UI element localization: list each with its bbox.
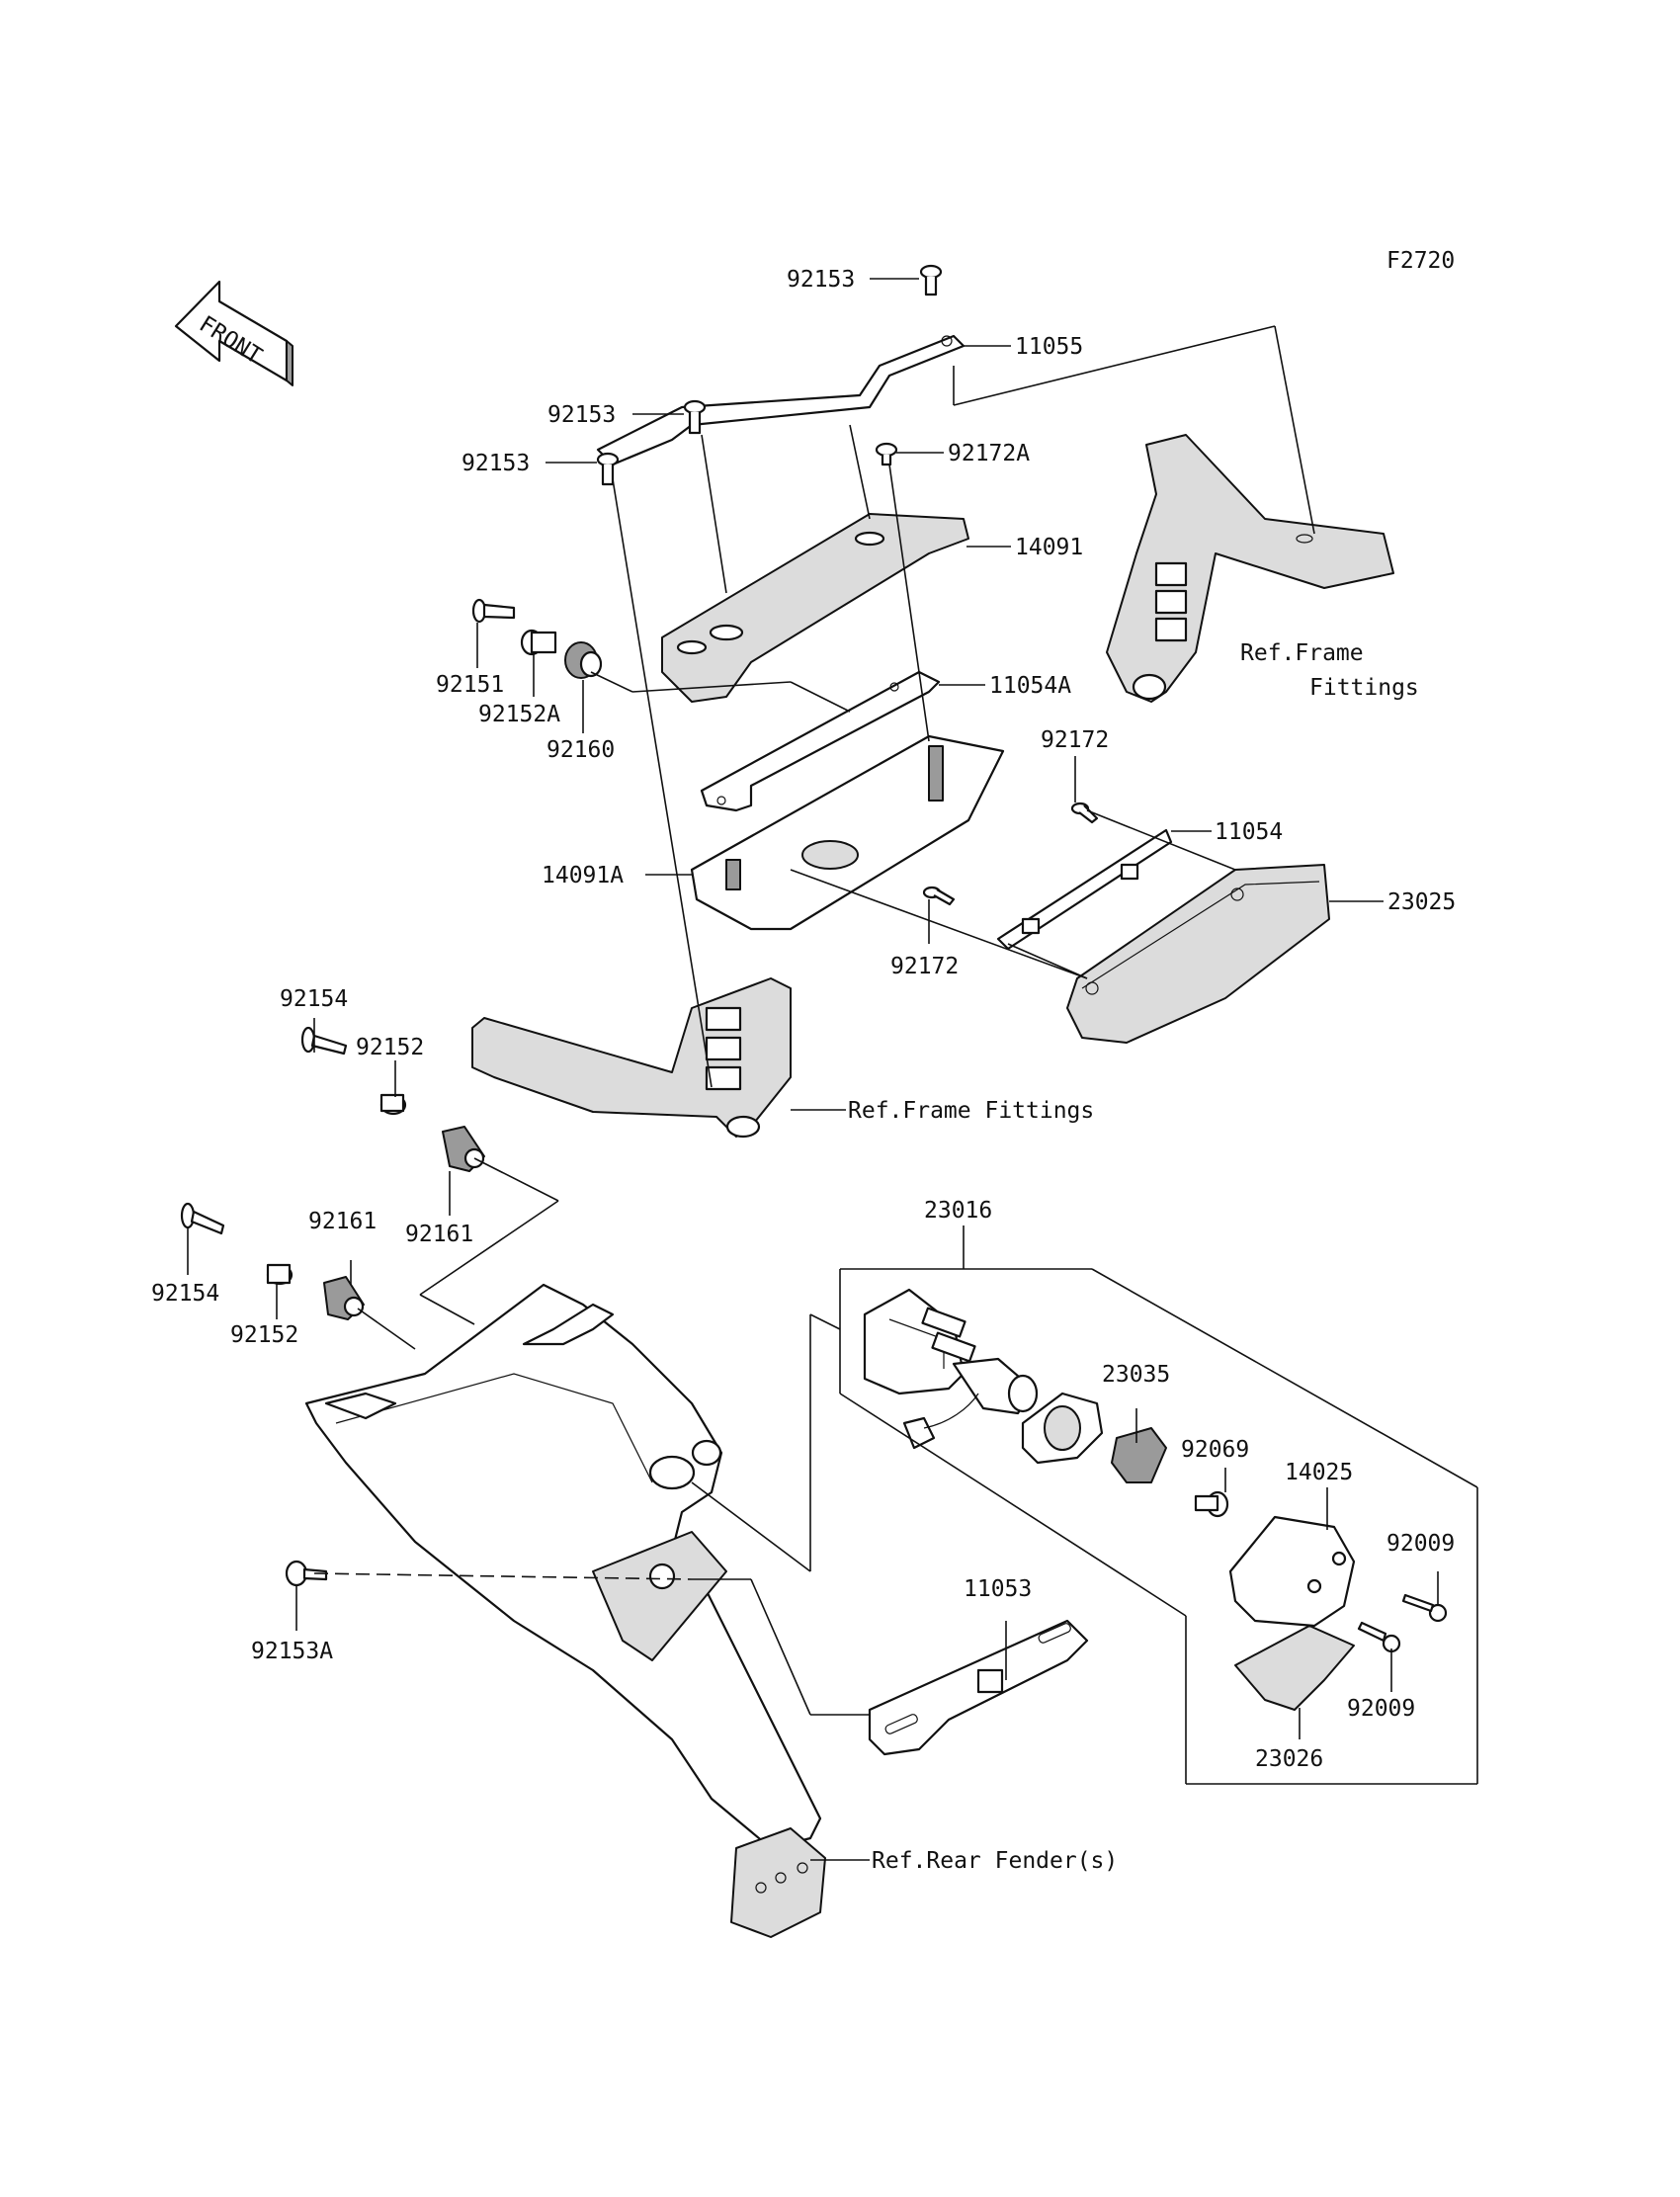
bracket-11053 xyxy=(868,1619,1089,1756)
damper-92161-a xyxy=(442,1126,485,1172)
rear-fender xyxy=(304,1283,826,1938)
callout-11054A: 11054A xyxy=(989,673,1071,699)
callout-23026: 23026 xyxy=(1255,1746,1323,1772)
callout-92161-b: 92161 xyxy=(405,1222,473,1247)
callout-92151: 92151 xyxy=(436,672,504,698)
housing-14091A xyxy=(690,734,1005,931)
bracket-11055 xyxy=(596,334,966,466)
frame-fittings-left xyxy=(471,977,792,1139)
frame-fittings-right xyxy=(1106,434,1394,703)
reflector-23026 xyxy=(1234,1625,1355,1711)
callout-92153-top: 92153 xyxy=(787,267,855,293)
damper-92161-b xyxy=(323,1276,365,1320)
lens-cap-14025 xyxy=(1228,1515,1356,1628)
callout-11055: 11055 xyxy=(1015,334,1083,360)
damper-92160 xyxy=(564,641,603,679)
collar-92152-a xyxy=(379,1093,407,1116)
callout-92153-b: 92153 xyxy=(547,402,616,428)
callout-ref-frame-right: Ref.Frame xyxy=(1240,640,1364,666)
collar-92152-b xyxy=(266,1263,294,1286)
bracket-11054A xyxy=(700,670,941,812)
callout-ref-frame-right-2: Fittings xyxy=(1309,675,1419,701)
socket-23035 xyxy=(1021,1392,1167,1483)
callout-92160: 92160 xyxy=(546,737,615,763)
callout-23035: 23035 xyxy=(1102,1362,1170,1388)
callout-92172A: 92172A xyxy=(948,441,1030,466)
callout-92154-b: 92154 xyxy=(151,1281,219,1307)
callout-92172-b: 92172 xyxy=(890,954,959,979)
callout-14025: 14025 xyxy=(1285,1460,1353,1485)
callout-92153-c: 92153 xyxy=(462,451,530,476)
callout-ref-frame-left: Ref.Frame Fittings xyxy=(848,1098,1094,1124)
screw-92172A xyxy=(875,442,898,466)
callout-92154-a: 92154 xyxy=(280,986,348,1012)
bolt-92154-a xyxy=(300,1026,348,1056)
bolt-92153-b xyxy=(683,399,707,435)
callout-92152-b: 92152 xyxy=(230,1322,298,1348)
screw-92009-b xyxy=(1357,1621,1401,1653)
callout-92152-a: 92152 xyxy=(356,1035,424,1060)
callout-23016: 23016 xyxy=(924,1198,992,1224)
figure-code: F2720 xyxy=(1386,248,1455,274)
callout-92009-a: 92009 xyxy=(1386,1531,1455,1557)
callout-92009-b: 92009 xyxy=(1347,1696,1415,1722)
callout-11054: 11054 xyxy=(1215,819,1283,845)
bolt-92151 xyxy=(471,598,516,624)
collar-92152A xyxy=(520,629,557,656)
callout-11053: 11053 xyxy=(964,1576,1032,1602)
callout-92153A: 92153A xyxy=(251,1639,333,1664)
callout-14091: 14091 xyxy=(1015,535,1083,560)
bolt-92153-c xyxy=(596,452,620,486)
cover-14091 xyxy=(661,513,969,703)
callout-92172-a: 92172 xyxy=(1041,727,1109,753)
callout-23025: 23025 xyxy=(1387,889,1456,915)
bulb-92069 xyxy=(1194,1490,1229,1518)
callout-ref-rear-fender: Ref.Rear Fender(s) xyxy=(872,1848,1118,1874)
callout-92152A: 92152A xyxy=(478,702,560,727)
callout-92069: 92069 xyxy=(1181,1437,1249,1463)
socket-group-23016 xyxy=(863,1288,1039,1450)
lamp-23025 xyxy=(1066,864,1330,1044)
bracket-11054 xyxy=(996,828,1173,951)
bolt-92153-top xyxy=(919,264,943,296)
screw-92009-a xyxy=(1401,1593,1448,1623)
screw-92172-b xyxy=(922,886,956,906)
callout-14091A: 14091A xyxy=(542,863,624,888)
callout-92161-a: 92161 xyxy=(308,1209,377,1234)
front-arrow-icon: FRONT xyxy=(174,280,294,386)
callout-labels: 92153 11055 92153 92153 92172A 14091 921… xyxy=(151,267,1456,1874)
leader-lines xyxy=(187,278,1478,1861)
bolt-92154-b xyxy=(180,1202,225,1235)
